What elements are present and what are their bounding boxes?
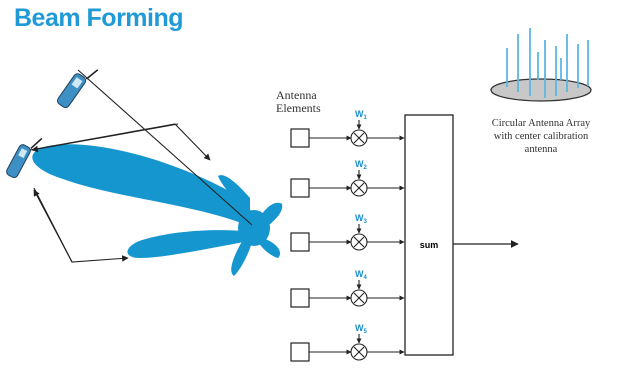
array-antenna-rods <box>506 28 589 98</box>
times-stroke <box>353 346 365 358</box>
circular-antenna-array-icon <box>490 78 592 102</box>
square-box-icon <box>290 178 310 198</box>
weight-row: W2 <box>290 159 405 198</box>
times-stroke <box>353 236 365 248</box>
weight-row: W4 <box>290 269 405 308</box>
sum-block <box>404 114 454 356</box>
square-box-icon <box>290 342 310 362</box>
times-stroke <box>353 182 365 194</box>
weight-row: W5 <box>290 323 405 362</box>
antenna-elements-label-1: Antenna <box>276 88 317 102</box>
sum-label: sum <box>420 240 439 250</box>
times-stroke <box>353 132 365 144</box>
antenna-elements-label-2: Elements <box>276 101 321 115</box>
weight-label: W5 <box>355 323 368 335</box>
array-caption-line-2: with center calibration <box>494 131 589 142</box>
square-box-icon <box>290 232 310 252</box>
figure-title: Beam Forming <box>14 4 184 32</box>
weight-row: W1 <box>290 109 405 148</box>
square-box-icon <box>290 128 310 148</box>
weight-label: W1 <box>355 109 368 121</box>
square-box-icon <box>290 288 310 308</box>
weight-label: W2 <box>355 159 368 171</box>
weight-label: W4 <box>355 269 368 281</box>
mobile-phone-icon <box>56 69 99 109</box>
beam-lobe-icon <box>32 144 283 276</box>
times-stroke <box>353 292 365 304</box>
array-caption-line-3: antenna <box>525 144 558 155</box>
signal-paths <box>29 69 253 263</box>
weight-row: W3 <box>290 213 405 252</box>
array-caption-line-1: Circular Antenna Array <box>492 118 591 129</box>
weight-label: W3 <box>355 213 368 225</box>
